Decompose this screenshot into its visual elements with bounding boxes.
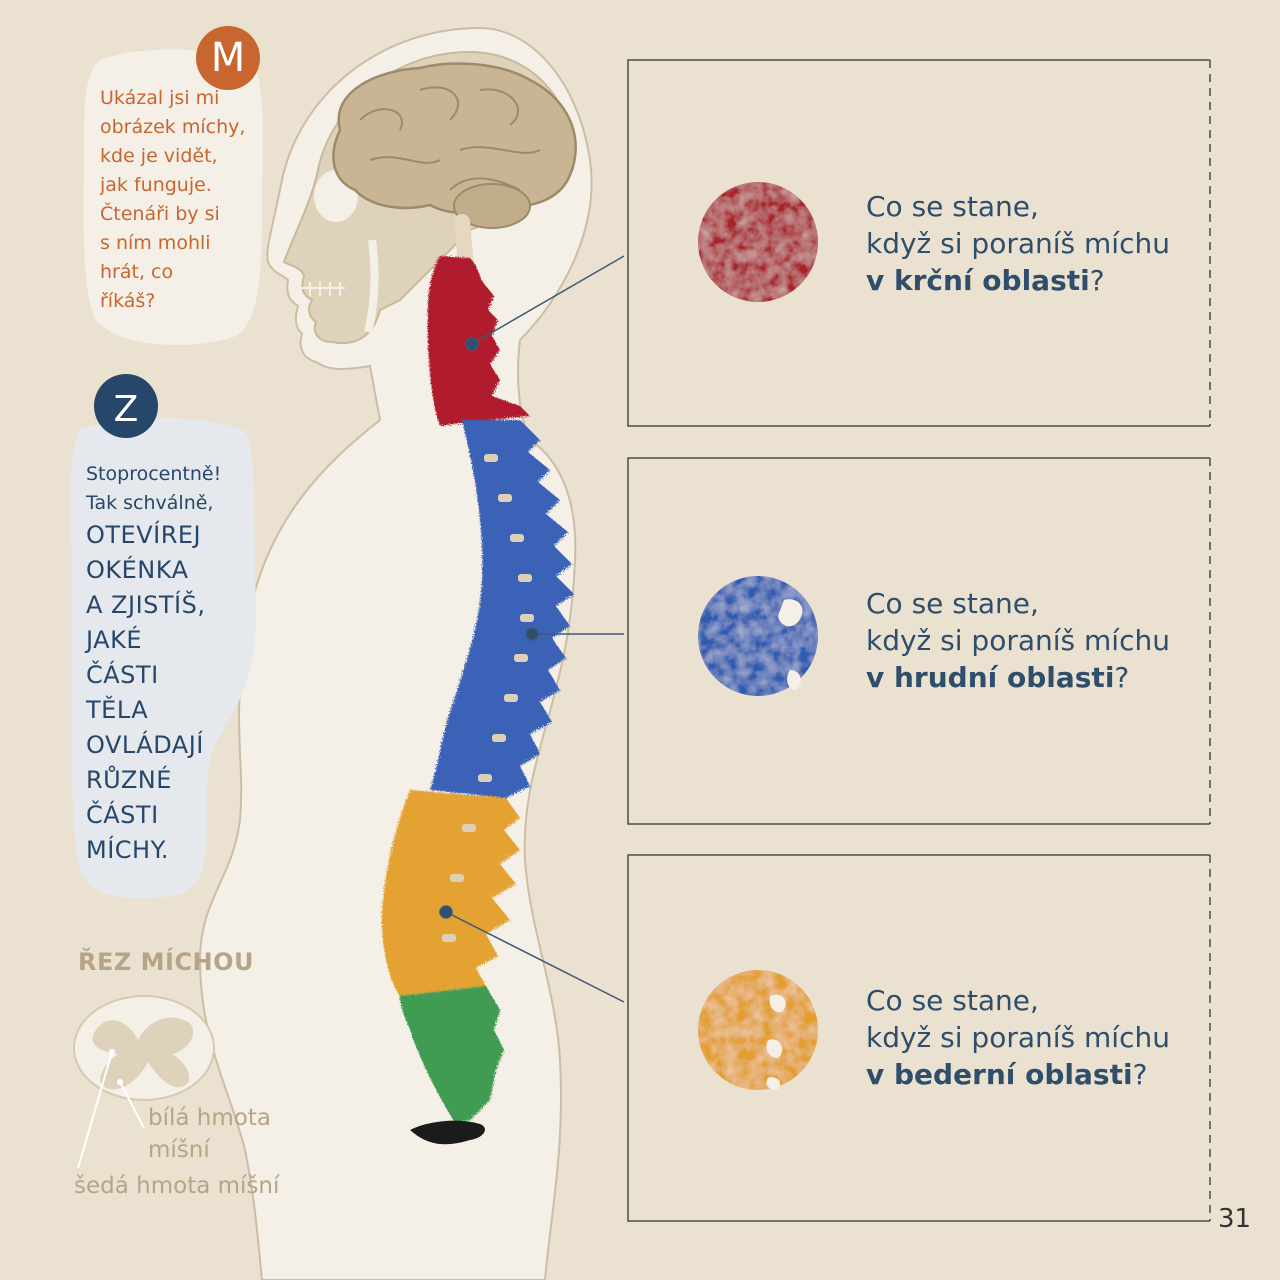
cross-section-title: ŘEZ MÍCHOU (78, 948, 255, 976)
question-mark: ? (1132, 1058, 1148, 1091)
z-caps-line: JAKÉ (86, 626, 142, 654)
grey-matter-label: šedá hmota míšní (74, 1173, 280, 1199)
question-line-2: když si poraníš míchu (866, 1021, 1170, 1054)
question-line-3: v hrudní oblasti? (866, 659, 1196, 696)
m-line: říkáš? (100, 290, 156, 312)
m-speech-bubble (83, 49, 263, 346)
m-bubble-text: Ukázal jsi mi obrázek míchy, kde je vidě… (100, 84, 260, 316)
z-caps-line: OVLÁDAJÍ (86, 731, 204, 759)
m-line: obrázek míchy, (100, 116, 246, 138)
question-line-2: když si poraníš míchu (866, 624, 1170, 657)
page-number: 31 (1218, 1204, 1252, 1234)
cervical-vertebrae (427, 256, 530, 426)
question-line-1: Co se stane, (866, 984, 1039, 1017)
lumbar-region-circle (698, 970, 818, 1090)
m-badge (196, 26, 260, 90)
lumbar-window-question[interactable]: Co se stane, když si poraníš míchu v bed… (866, 982, 1196, 1093)
vertebra-notches (766, 599, 803, 1090)
z-caps-line: RŮZNÉ (86, 766, 172, 794)
question-line-3: v bederní oblasti? (866, 1056, 1196, 1093)
cerebellum (453, 183, 531, 229)
white-matter-label: bílá hmota míšní (148, 1102, 278, 1166)
z-badge (94, 374, 158, 438)
cervical-region-circle (698, 182, 818, 302)
m-line: s ním mohli (100, 232, 211, 254)
question-mark: ? (1089, 264, 1105, 297)
z-speech-bubble (70, 418, 257, 899)
thoracic-vertebrae (430, 420, 574, 798)
cross-section-diagram (73, 995, 215, 1169)
m-line: Čtenáři by si (100, 203, 220, 225)
z-caps-line: MÍCHY. (86, 836, 170, 864)
white-matter-line: bílá hmota (148, 1105, 271, 1131)
sacrum (400, 986, 504, 1124)
teeth (300, 282, 345, 296)
z-caps-line: OTEVÍREJ (86, 521, 202, 549)
m-badge-letter: M (210, 35, 246, 81)
thoracic-window-question[interactable]: Co se stane, když si poraníš míchu v hru… (866, 585, 1196, 696)
region-name: v bederní oblasti (866, 1058, 1133, 1091)
jaw-line (364, 239, 379, 333)
z-intro-line: Stoprocentně! (86, 463, 222, 485)
cervical-window-question[interactable]: Co se stane, když si poraníš míchu v krč… (866, 188, 1196, 299)
question-line-1: Co se stane, (866, 190, 1039, 223)
brain-folds (359, 86, 541, 191)
z-caps-line: OKÉNKA (86, 556, 189, 584)
z-caps-line: ČÁSTI (86, 661, 159, 689)
z-caps-line: A ZJISTÍŠ, (86, 591, 206, 619)
white-matter-line: míšní (148, 1137, 210, 1163)
lumbar-vertebrae (381, 790, 520, 996)
m-line: jak funguje. (100, 174, 212, 196)
region-name: v hrudní oblasti (866, 661, 1115, 694)
pointer-lines (439, 255, 625, 1003)
z-bubble-caps: OTEVÍREJ OKÉNKA A ZJISTÍŠ, JAKÉ ČÁSTI TĚ… (86, 518, 256, 868)
z-caps-line: TĚLA (86, 696, 149, 724)
window-boxes (627, 59, 1211, 1222)
question-line-1: Co se stane, (866, 587, 1039, 620)
region-name: v krční oblasti (866, 264, 1090, 297)
brain (332, 62, 577, 215)
z-bubble-intro: Stoprocentně! Tak schválně, (86, 460, 256, 518)
question-line-3: v krční oblasti? (866, 262, 1196, 299)
z-badge-letter: Z (113, 389, 139, 430)
z-intro-line: Tak schválně, (86, 492, 214, 514)
m-line: hrát, co (100, 261, 174, 283)
spinal-discs (442, 454, 534, 942)
question-line-2: když si poraníš míchu (866, 227, 1170, 260)
m-line: kde je vidět, (100, 145, 218, 167)
m-line: Ukázal jsi mi (100, 87, 220, 109)
z-caps-line: ČÁSTI (86, 801, 159, 829)
question-mark: ? (1114, 661, 1130, 694)
coccyx (410, 1120, 485, 1145)
